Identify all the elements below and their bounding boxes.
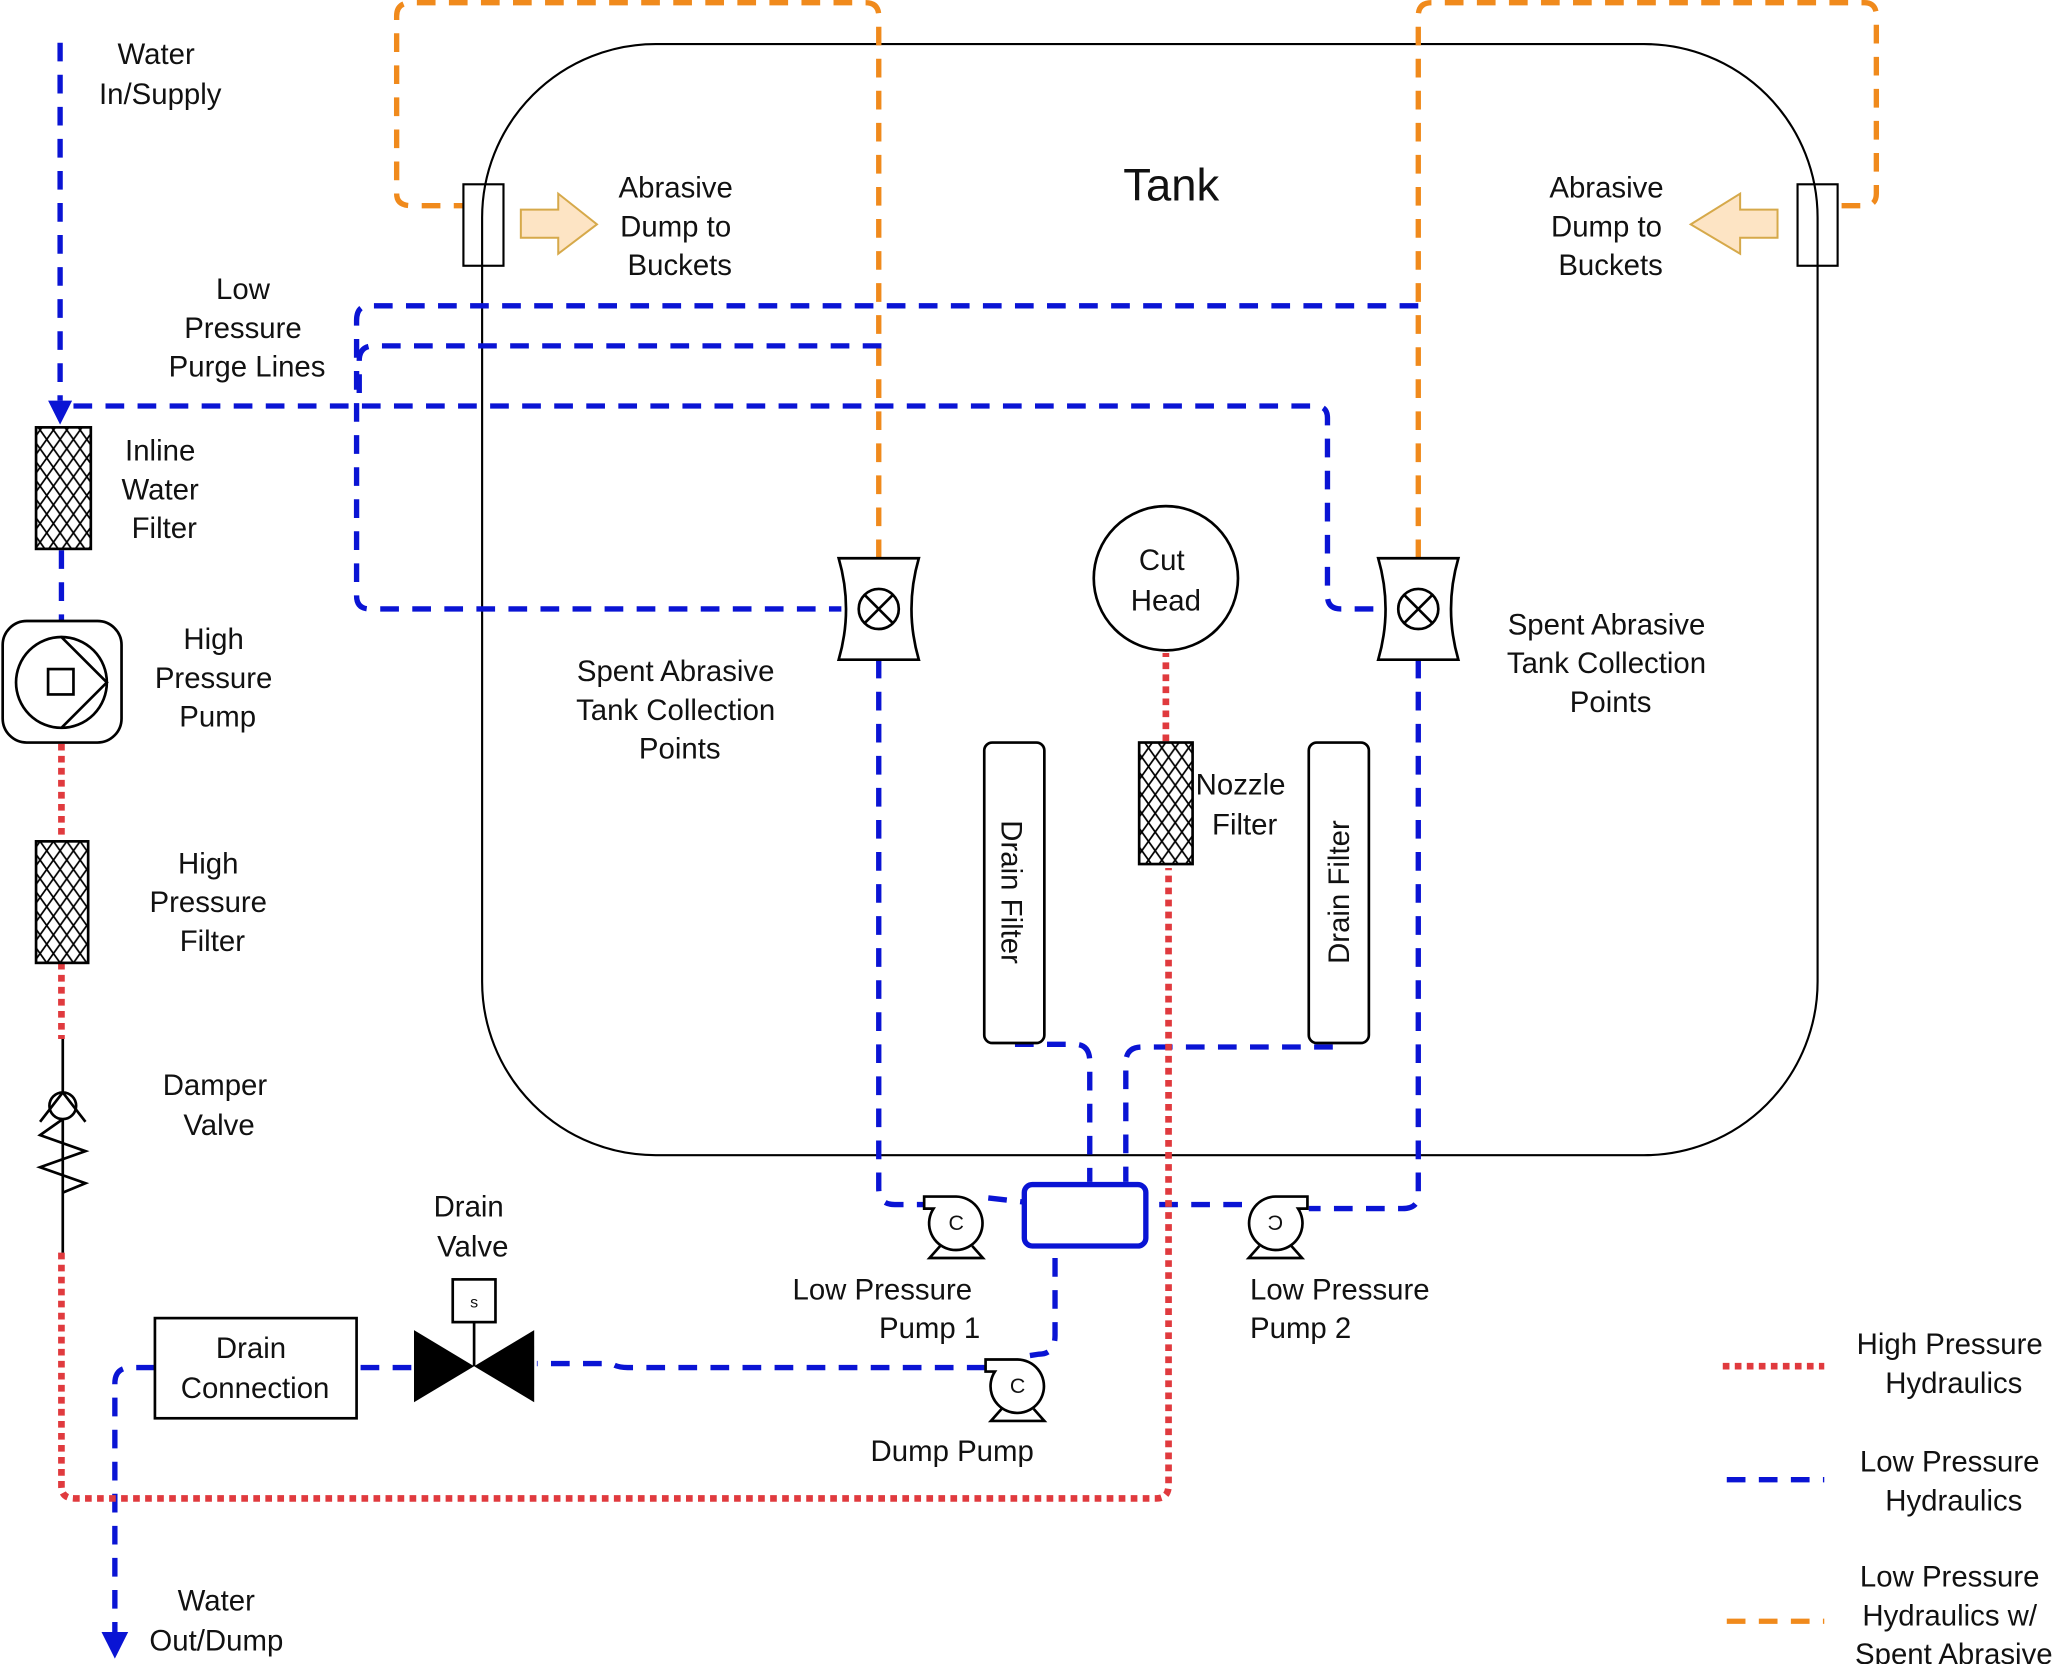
drain-filter-right-label: Drain Filter <box>1323 820 1356 964</box>
legend-label-spent-abrasive: Low Pressure Hydraulics w/ Spent Abrasiv… <box>1855 1561 2053 1664</box>
cut-head[interactable] <box>1092 504 1240 652</box>
collection-point-right-icon[interactable] <box>1376 556 1461 662</box>
lp-pump-2-icon[interactable]: C <box>1245 1195 1309 1260</box>
drain-connection-label: Drain Connection <box>181 1332 330 1405</box>
pump1-to-manifold <box>987 1195 1024 1205</box>
high-pressure-filter-icon[interactable] <box>34 840 90 965</box>
legend: High Pressure Hydraulics Low Pressure Hy… <box>1722 1328 2053 1664</box>
water-supply-arrow-icon <box>48 400 73 425</box>
svg-text:C: C <box>1268 1211 1283 1235</box>
cut-head-label: Cut Head <box>1131 544 1201 617</box>
damper-valve-label: Damper Valve <box>163 1069 276 1142</box>
hp-pump-label: High Pressure Pump <box>155 623 281 733</box>
water-out-arrow-icon <box>101 1631 129 1659</box>
purge-line-lower <box>356 343 882 401</box>
tank-title: Tank <box>1123 159 1219 210</box>
drain-filter-right-line <box>1123 1044 1333 1182</box>
damper-valve-icon[interactable] <box>36 1038 90 1253</box>
water-in-label: Water In/Supply <box>99 38 222 111</box>
legend-label-high-pressure: High Pressure Hydraulics <box>1857 1328 2051 1400</box>
drain-connection-box[interactable] <box>153 1316 358 1420</box>
arrow-right-icon <box>519 191 599 256</box>
spent-abrasive-lines <box>393 0 1880 559</box>
drain-valve-label: Drain Valve <box>434 1191 512 1264</box>
legend-label-low-pressure: Low Pressure Hydraulics <box>1860 1446 2048 1518</box>
high-pressure-lines <box>58 653 1172 1502</box>
hp-main-return <box>58 868 1172 1502</box>
purge-line-upper <box>353 303 1419 612</box>
tank <box>481 43 1819 1157</box>
high-pressure-pump-icon[interactable] <box>1 619 123 744</box>
inline-filter-label: Inline Water Filter <box>122 435 207 545</box>
abrasive-port-left <box>462 183 505 267</box>
dump-pump-icon[interactable]: C <box>984 1358 1048 1423</box>
svg-text:C: C <box>1010 1374 1025 1398</box>
inline-water-filter-icon[interactable] <box>34 426 93 551</box>
drain-filter-left-line <box>1014 1041 1093 1182</box>
low-pressure-lines <box>48 42 1421 1659</box>
purge-lines-label: Low Pressure Purge Lines <box>169 273 326 383</box>
abrasive-dump-left-label: Abrasive Dump to Buckets <box>619 172 741 282</box>
collection-left-label: Spent Abrasive Tank Collection Points <box>576 655 783 765</box>
collection-left-down <box>876 659 929 1208</box>
collection-right-down <box>1308 659 1421 1212</box>
lp-pump-1-label: Low Pressure Pump 1 <box>792 1273 980 1345</box>
lp-pump-2-label: Low Pressure Pump 2 <box>1250 1273 1438 1345</box>
dump-pump-to-valve <box>536 1360 986 1371</box>
abrasive-line-right <box>1415 0 1880 559</box>
collection-point-left-icon[interactable] <box>836 556 921 662</box>
hp-filter-label: High Pressure Filter <box>149 847 275 957</box>
manifold-to-dump-pump <box>1021 1258 1058 1360</box>
water-out-line <box>112 1364 155 1632</box>
manifold[interactable] <box>1021 1181 1149 1249</box>
abrasive-dump-right-label: Abrasive Dump to Buckets <box>1549 172 1671 282</box>
drain-filter-left-label: Drain Filter <box>995 820 1028 964</box>
lp-pump-1-icon[interactable]: C <box>922 1195 986 1260</box>
main-supply-line <box>73 403 1389 612</box>
nozzle-filter-icon[interactable] <box>1137 741 1194 866</box>
arrow-left-icon <box>1688 191 1779 256</box>
dump-pump-label: Dump Pump <box>871 1435 1034 1468</box>
drain-valve-solenoid-label: s <box>470 1293 478 1311</box>
abrasive-line-left <box>393 0 882 559</box>
svg-text:C: C <box>948 1211 963 1235</box>
drain-filter-left[interactable] <box>982 741 1046 1045</box>
drain-filter-right[interactable] <box>1307 741 1371 1045</box>
drain-valve-icon[interactable] <box>414 1278 535 1403</box>
nozzle-filter-label: Nozzle Filter <box>1196 769 1294 842</box>
water-out-label: Water Out/Dump <box>149 1585 283 1658</box>
collection-right-label: Spent Abrasive Tank Collection Points <box>1507 608 1714 718</box>
abrasive-port-right <box>1796 183 1839 267</box>
